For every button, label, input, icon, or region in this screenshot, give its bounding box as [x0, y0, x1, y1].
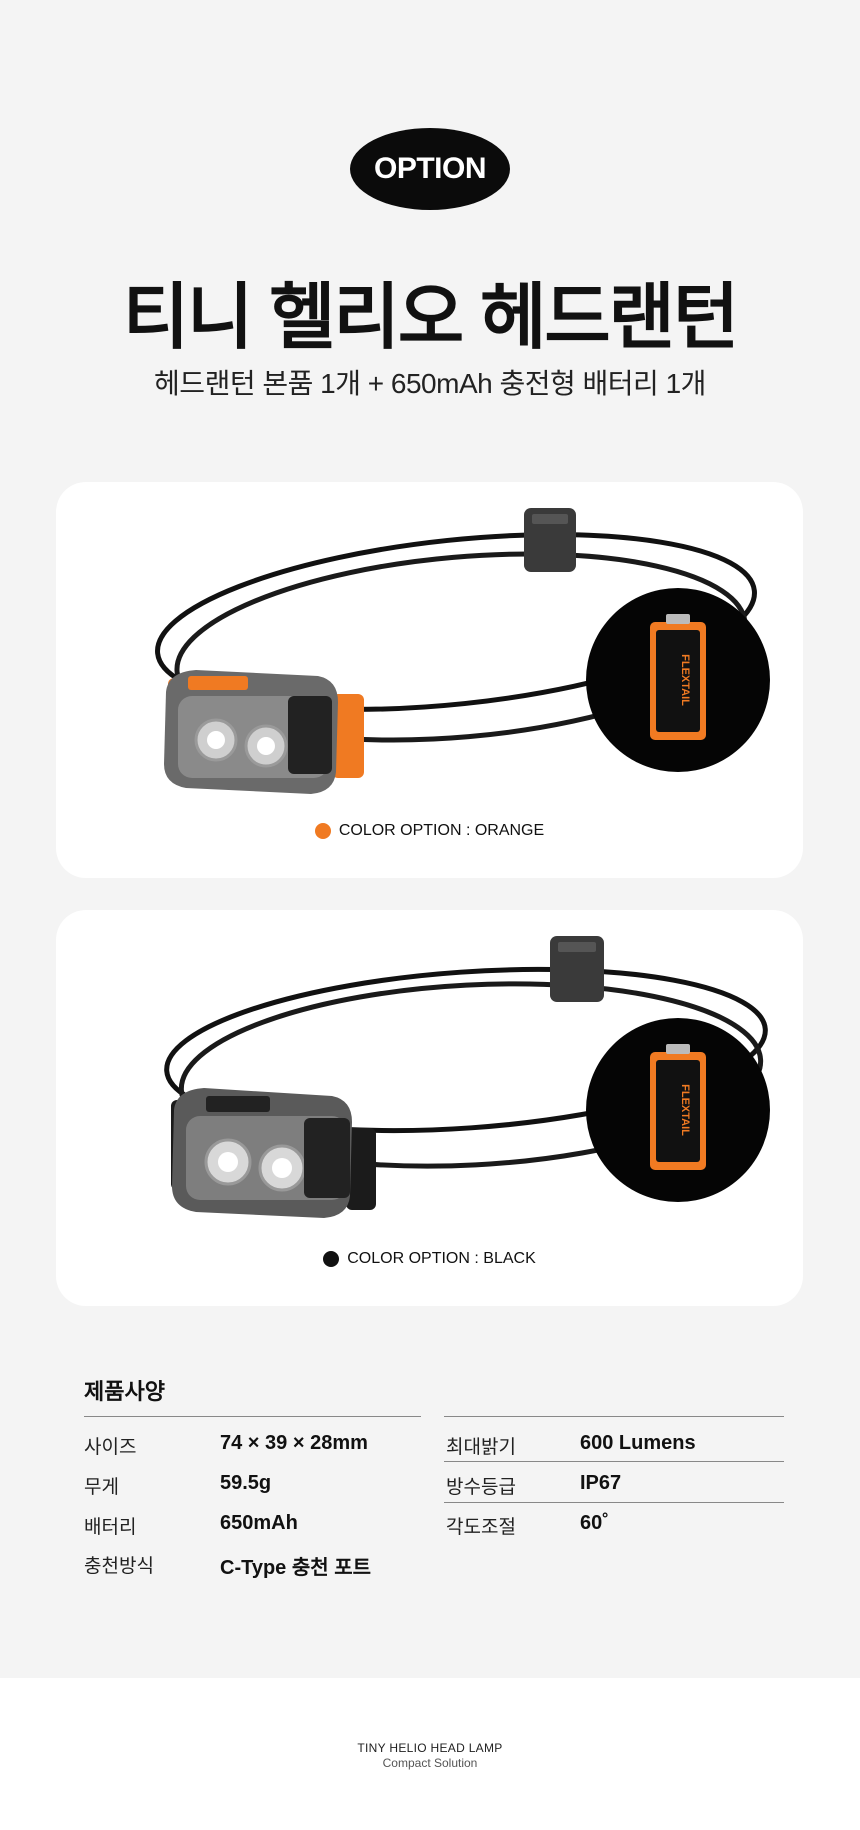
- color-option-orange: COLOR OPTION : ORANGE: [56, 822, 803, 840]
- headlamp-orange-image: FLEXTAIL: [155, 508, 770, 794]
- spec-value-size: 74 × 39 × 28mm: [220, 1432, 368, 1454]
- spec-label-angle: 각도조절: [446, 1517, 516, 1538]
- black-color-dot: [323, 1251, 340, 1267]
- spec-label-size: 사이즈: [84, 1437, 137, 1458]
- option-card-orange: FLEXTAIL COLOR OPTION : ORANGE: [56, 482, 803, 878]
- headlamp-black-image: FLEXTAIL: [164, 936, 770, 1218]
- footer-subtitle: Compact Solution: [382, 1756, 478, 1770]
- spec-value-brightness: 600 Lumens: [580, 1432, 696, 1454]
- spec-value-angle: 60˚: [580, 1512, 609, 1534]
- spec-divider: [84, 1416, 421, 1417]
- option-card-black: FLEXTAIL COLOR OPTION : BLACK: [56, 910, 803, 1306]
- spec-label-waterproof: 방수등급: [446, 1477, 516, 1498]
- spec-label-battery: 배터리: [84, 1517, 137, 1538]
- spec-label-brightness: 최대밝기: [446, 1437, 516, 1458]
- page-subtitle: 헤드랜턴 본품 1개 + 650mAh 충전형 배터리 1개: [154, 368, 706, 399]
- orange-color-dot: [314, 823, 331, 839]
- spec-value-weight: 59.5g: [220, 1472, 272, 1494]
- spec-title: 제품사양: [84, 1379, 165, 1404]
- spec-value-charging: C-Type 충천 포트: [220, 1557, 372, 1579]
- spec-divider: [444, 1461, 784, 1462]
- footer: [0, 1678, 860, 1830]
- battery-brand-label: FLEXTAIL: [679, 1084, 691, 1136]
- color-option-black: COLOR OPTION : BLACK: [56, 1250, 803, 1268]
- battery-brand-label: FLEXTAIL: [679, 654, 691, 706]
- page-title: 티니 헬리오 헤드랜턴: [122, 278, 739, 358]
- color-option-orange-label: COLOR OPTION : ORANGE: [338, 822, 545, 839]
- spec-label-weight: 무게: [84, 1477, 119, 1498]
- spec-divider: [444, 1502, 784, 1503]
- color-option-black-label: COLOR OPTION : BLACK: [347, 1250, 536, 1267]
- footer-title: TINY HELIO HEAD LAMP: [357, 1741, 503, 1755]
- spec-label-charging: 충천방식: [84, 1556, 154, 1577]
- option-badge: OPTION: [350, 128, 510, 210]
- spec-value-waterproof: IP67: [580, 1472, 622, 1494]
- spec-value-battery: 650mAh: [220, 1512, 298, 1534]
- spec-divider: [444, 1416, 784, 1417]
